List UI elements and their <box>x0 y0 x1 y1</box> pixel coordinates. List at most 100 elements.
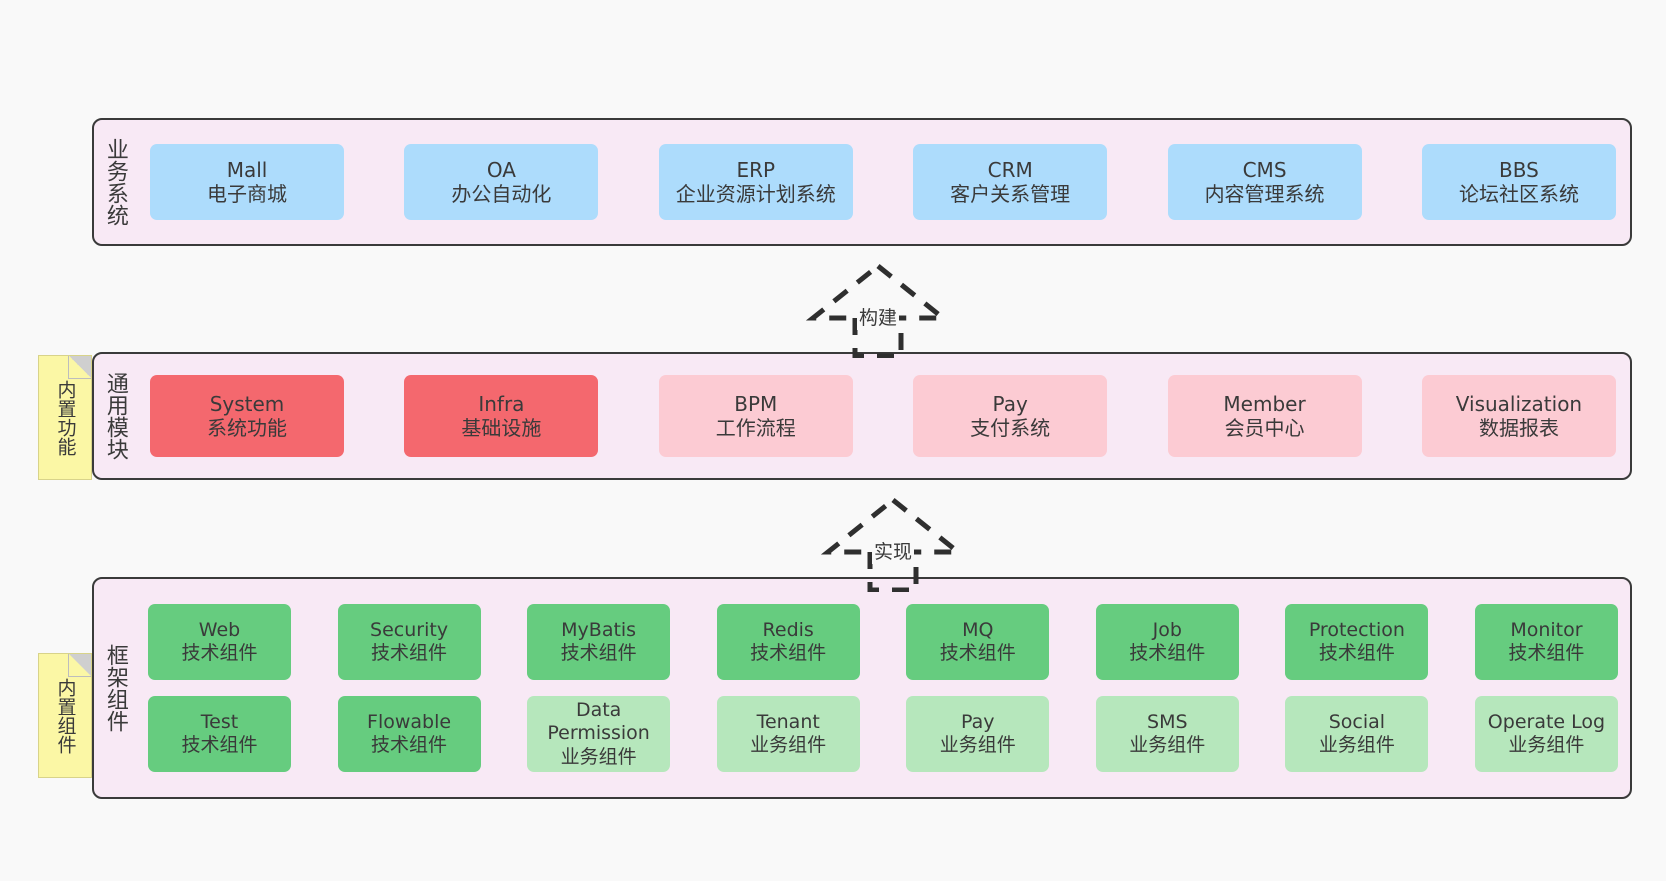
box-cn-label: 技术组件 <box>939 642 1016 664</box>
box-cn-label: 内容管理系统 <box>1204 182 1325 206</box>
note-builtin-features-label: 内置功能 <box>54 379 77 456</box>
module-box-pay[interactable]: Pay 支付系统 <box>913 375 1108 457</box>
box-en-label: System <box>209 391 285 416</box>
box-en-label: Flowable <box>367 710 452 733</box>
box-en-label: Mall <box>226 157 268 182</box>
box-cn-label: 技术组件 <box>1318 642 1395 664</box>
box-cn-label: 技术组件 <box>1129 642 1206 664</box>
box-cn-label: 业务组件 <box>750 734 827 756</box>
framework-components-body: Web 技术组件 Security 技术组件 MyBatis 技术组件 Redi… <box>136 579 1630 797</box>
common-modules-title: 通用模块 <box>102 372 128 460</box>
framework-box-data-permission[interactable]: Data Permission 业务组件 <box>527 696 671 772</box>
common-modules-layer: 通用模块 System 系统功能 Infra 基础设施 BPM 工作流程 Pay… <box>92 352 1632 480</box>
box-en-label: Visualization <box>1455 391 1583 416</box>
box-cn-label: 系统功能 <box>207 416 287 440</box>
box-cn-label: 技术组件 <box>371 642 448 664</box>
framework-box-flowable[interactable]: Flowable 技术组件 <box>337 696 481 772</box>
framework-box-test[interactable]: Test 技术组件 <box>148 696 291 772</box>
business-box-erp[interactable]: ERP 企业资源计划系统 <box>658 144 853 220</box>
framework-box-job[interactable]: Job 技术组件 <box>1095 604 1239 680</box>
connector-implement-label: 实现 <box>871 537 915 564</box>
module-box-visualization[interactable]: Visualization 数据报表 <box>1421 375 1616 457</box>
box-en-label: Pay <box>961 710 995 733</box>
module-box-infra[interactable]: Infra 基础设施 <box>404 375 599 457</box>
business-box-crm[interactable]: CRM 客户关系管理 <box>913 144 1108 220</box>
box-en-label: ERP <box>736 157 776 182</box>
box-en-label: Monitor <box>1510 618 1583 641</box>
box-cn-label: 业务组件 <box>1318 734 1395 756</box>
box-cn-label: 技术组件 <box>560 642 637 664</box>
framework-row-business: Test 技术组件 Flowable 技术组件 Data Permission … <box>148 696 1618 772</box>
framework-box-redis[interactable]: Redis 技术组件 <box>716 604 860 680</box>
module-box-system[interactable]: System 系统功能 <box>150 375 344 457</box>
framework-box-security[interactable]: Security 技术组件 <box>337 604 481 680</box>
framework-box-mybatis[interactable]: MyBatis 技术组件 <box>527 604 671 680</box>
box-en-label: Tenant <box>756 710 820 733</box>
box-en-label: Pay <box>992 391 1028 416</box>
note-builtin-components: 内置组件 <box>38 653 92 778</box>
box-cn-label: 数据报表 <box>1478 416 1559 440</box>
framework-box-web[interactable]: Web 技术组件 <box>148 604 291 680</box>
box-en-label: CRM <box>987 157 1033 182</box>
box-en-label: Member <box>1223 391 1306 416</box>
box-en-label: Redis <box>762 618 814 641</box>
framework-box-monitor[interactable]: Monitor 技术组件 <box>1474 604 1618 680</box>
framework-box-pay[interactable]: Pay 业务组件 <box>906 696 1050 772</box>
business-systems-body: Mall 电子商城 OA 办公自动化 ERP 企业资源计划系统 CRM 客户关系… <box>136 120 1630 244</box>
note-builtin-features: 内置功能 <box>38 355 92 480</box>
box-en-label: Protection <box>1308 618 1405 641</box>
module-box-member[interactable]: Member 会员中心 <box>1167 375 1362 457</box>
box-cn-label: 业务组件 <box>1508 734 1585 756</box>
business-box-cms[interactable]: CMS 内容管理系统 <box>1167 144 1362 220</box>
box-en-label: Web <box>198 618 241 641</box>
common-modules-body: System 系统功能 Infra 基础设施 BPM 工作流程 Pay 支付系统… <box>136 354 1630 478</box>
box-en-label: OA <box>486 157 516 182</box>
box-en-label: MyBatis <box>561 618 637 641</box>
box-cn-label: 电子商城 <box>207 182 287 206</box>
framework-box-mq[interactable]: MQ 技术组件 <box>906 604 1050 680</box>
module-box-bpm[interactable]: BPM 工作流程 <box>658 375 853 457</box>
box-cn-label: 技术组件 <box>1508 642 1585 664</box>
box-cn-label: 技术组件 <box>181 642 258 664</box>
box-cn-label: 技术组件 <box>750 642 827 664</box>
framework-components-title: 框架组件 <box>102 644 128 732</box>
framework-row-tech: Web 技术组件 Security 技术组件 MyBatis 技术组件 Redi… <box>148 604 1618 680</box>
box-en-label: CMS <box>1242 157 1287 182</box>
connector-implement: 实现 <box>808 496 978 592</box>
framework-components-layer: 框架组件 Web 技术组件 Security 技术组件 MyBatis 技术组件… <box>92 577 1632 799</box>
framework-box-protection[interactable]: Protection 技术组件 <box>1285 604 1429 680</box>
box-cn-label: 企业资源计划系统 <box>675 182 836 206</box>
business-box-oa[interactable]: OA 办公自动化 <box>404 144 599 220</box>
box-cn-label: 技术组件 <box>181 734 258 756</box>
box-en-label: Test <box>200 710 239 733</box>
box-cn-label: 技术组件 <box>371 734 448 756</box>
framework-box-sms[interactable]: SMS 业务组件 <box>1095 696 1239 772</box>
business-box-bbs[interactable]: BBS 论坛社区系统 <box>1421 144 1616 220</box>
box-en-label: SMS <box>1147 710 1188 733</box>
box-cn-label: 支付系统 <box>970 416 1051 440</box>
box-cn-label: 办公自动化 <box>451 182 552 206</box>
box-en-label: Social <box>1328 710 1386 733</box>
box-en-label: Job <box>1152 618 1182 641</box>
note-builtin-components-label: 内置组件 <box>54 677 77 754</box>
connector-build: 构建 <box>793 262 963 358</box>
business-systems-title: 业务系统 <box>102 138 128 226</box>
box-en-label: BPM <box>734 391 778 416</box>
business-box-mall[interactable]: Mall 电子商城 <box>150 144 344 220</box>
business-systems-layer: 业务系统 Mall 电子商城 OA 办公自动化 ERP 企业资源计划系统 CRM… <box>92 118 1632 246</box>
box-cn-label: 业务组件 <box>560 745 637 768</box>
generalization-arrow-icon <box>820 496 966 592</box>
box-cn-label: 客户关系管理 <box>950 182 1071 206</box>
box-cn-label: 业务组件 <box>939 734 1016 756</box>
framework-box-tenant[interactable]: Tenant 业务组件 <box>716 696 860 772</box>
generalization-arrow-icon <box>805 262 951 358</box>
box-en-label: Security <box>370 618 449 641</box>
box-cn-label: 工作流程 <box>715 416 796 440</box>
connector-build-label: 构建 <box>856 303 900 330</box>
framework-box-social[interactable]: Social 业务组件 <box>1285 696 1429 772</box>
box-en-label: Operate Log <box>1487 710 1606 733</box>
framework-box-operate-log[interactable]: Operate Log 业务组件 <box>1474 696 1618 772</box>
box-cn-label: 业务组件 <box>1129 734 1206 756</box>
box-en-label: BBS <box>1499 157 1539 182</box>
box-cn-label: 基础设施 <box>461 416 542 440</box>
